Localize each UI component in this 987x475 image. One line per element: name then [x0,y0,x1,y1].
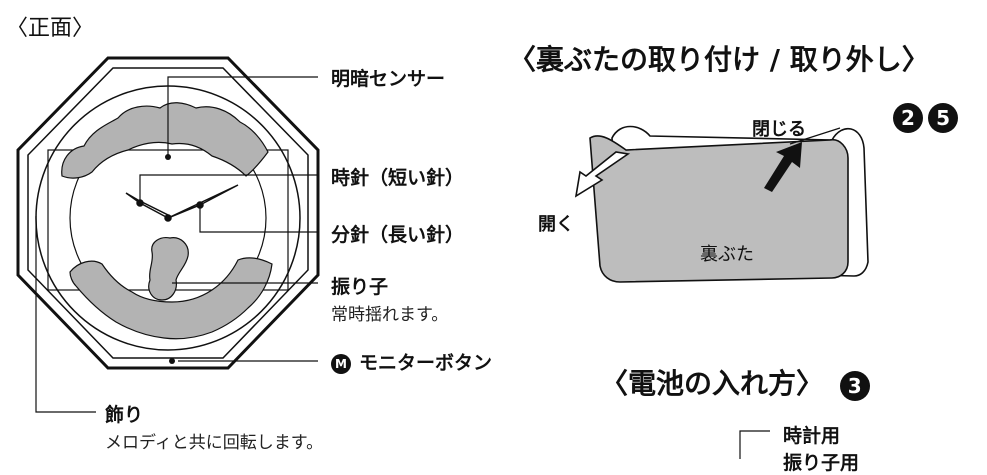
minute-hand [167,184,239,219]
monitor-label-text: モニターボタン [359,352,493,374]
ornament-note: メロディと共に回転します。 [105,433,324,453]
step-5-badge: 5 [928,103,959,133]
step-3-badge: 3 [839,371,870,401]
hands [125,184,239,222]
pendulum-figure [148,237,189,301]
sensor-label: 明暗センサー [331,68,446,90]
hand-pivot [164,214,172,222]
hour-hand-label: 時針（短い針） [331,167,465,189]
sensor-dot [165,154,171,160]
cover-label: 裏ぶた [700,244,754,265]
open-arrow [574,151,631,198]
pendulum-note: 常時揺れます。 [331,305,449,325]
monitor-symbol-icon: M [331,353,351,374]
battery-heading: 〈電池の入れ方〉 3 [600,362,870,402]
battery-label-pendulum: 振り子用 [783,452,860,474]
clock-case-outer [16,56,320,370]
step-2-badge: 2 [893,103,923,133]
illustration [16,56,869,459]
back-cover-heading: 〈裏ぶたの取り付け / 取り外し〉 [508,43,930,76]
ornament-top [61,102,269,179]
battery-leader [739,430,770,459]
front-title: 〈正面〉 [6,16,95,41]
ornament-bottom [69,257,273,340]
battery-label-clock: 時計用 [783,425,841,447]
leader-lines [35,76,318,413]
close-arrow [764,142,802,192]
minute-hand-label: 分針（長い針） [331,224,465,246]
hour-hand [125,192,172,219]
close-label: 閉じる [752,119,806,140]
battery-heading-text: 〈電池の入れ方〉 [600,367,825,400]
ornament-label: 飾り [105,404,144,426]
clock-case-inner [27,67,309,359]
monitor-button-label: M モニターボタン [331,348,492,375]
back-cover-illustration [574,125,869,283]
pendulum-label: 振り子 [331,276,389,298]
back-cover-steps: 2 5 [893,103,959,133]
monitor-dot [169,358,175,364]
open-label: 開く [538,214,574,235]
